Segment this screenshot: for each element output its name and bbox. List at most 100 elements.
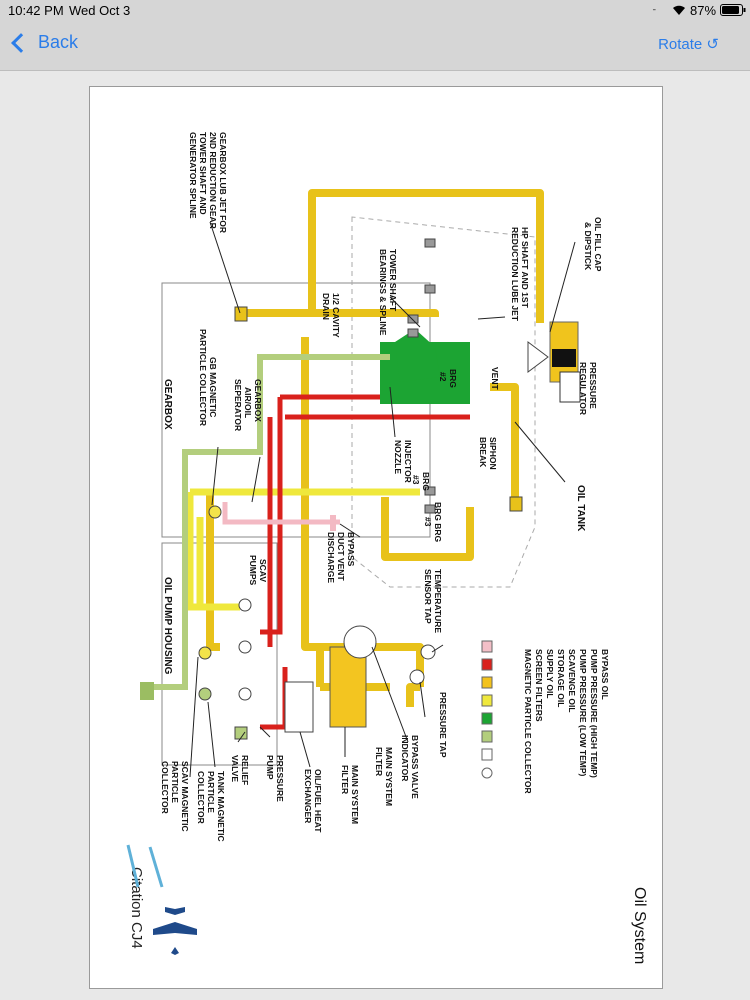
label-cavity-1: DRAIN xyxy=(321,293,331,320)
status-bar: 10:42 PM Wed Oct 3 ⁃ 87% xyxy=(0,0,750,20)
label-bypass-vent-1: DUCT VENT xyxy=(336,532,346,581)
label-injector-1: NOZZLE xyxy=(393,440,403,474)
legend xyxy=(481,640,493,779)
battery-icon xyxy=(720,4,746,16)
label-oil-tank: OIL TANK xyxy=(575,485,586,532)
label-scav-pumps-1: PUMPS xyxy=(248,555,258,586)
brand-name: Citation CJ4 xyxy=(128,867,145,949)
bypass-oil-lines xyxy=(222,502,340,525)
label-gb-mag-1: PARTICLE COLLECTOR xyxy=(198,329,208,426)
label-gb-lub-jet-2: TOWER SHAFT AND xyxy=(198,132,208,215)
magnetic-collector-tank xyxy=(198,687,212,701)
back-label: Back xyxy=(38,32,79,52)
rotate-button[interactable]: Rotate ↺ xyxy=(658,36,719,53)
label-cavity-0: 1/2 CAVITY xyxy=(331,293,341,338)
location-icon: ⁃ xyxy=(652,5,657,15)
leader-lines xyxy=(189,221,576,778)
label-oil-fill-0: OIL FILL CAP xyxy=(593,217,603,272)
wifi-icon xyxy=(673,5,685,15)
legend-label-5: SUPPLY OIL xyxy=(545,649,555,699)
label-tank-mag-2: COLLECTOR xyxy=(196,771,206,824)
legend-label-7: MAGNETIC PARTICLE COLLECTOR xyxy=(523,649,533,794)
bypass-valve-indicator-icon xyxy=(343,625,377,659)
pressure-tap xyxy=(409,669,425,685)
label-gb-mag-0: GB MAGNETIC xyxy=(208,357,218,417)
logo-swoosh-icon xyxy=(148,846,164,888)
label-scav-mag-1: PARTICLE xyxy=(170,761,180,803)
status-time: 10:42 PM xyxy=(8,3,64,18)
label-gb-sep-2: SEPERATOR xyxy=(233,379,243,431)
label-pressure-reg-0: PRESSURE xyxy=(588,362,598,409)
label-gb-lub-jet-3: GENERATOR SPLINE xyxy=(188,132,198,219)
label-bypass-vent-2: DISCHARGE xyxy=(326,532,336,583)
label-main-filter-0: MAIN SYSTEM xyxy=(384,747,394,806)
scav-pump-1 xyxy=(238,598,252,612)
battery-percent: 87% xyxy=(690,3,717,18)
nav-bar: Back Rotate ↺ xyxy=(0,20,750,71)
label-oil-pump-housing: OIL PUMP HOUSING xyxy=(162,577,173,675)
label-brg3a-0: BRG xyxy=(421,472,431,491)
oil-pump-housing xyxy=(161,542,278,766)
magnetic-collector-gb xyxy=(208,505,222,519)
label-temp-sensor-1: SENSOR TAP xyxy=(423,569,433,624)
temperature-sensor-tap xyxy=(420,644,436,660)
storage-oil-sump xyxy=(395,329,440,382)
label-tower-shaft-0: TOWER SHAFT xyxy=(388,249,398,312)
label-pressure-reg-1: REGULATOR xyxy=(578,362,588,415)
back-button[interactable]: Back xyxy=(10,32,78,53)
label-gearbox: GEARBOX xyxy=(162,379,173,430)
label-pressure-pump-0: PRESSURE xyxy=(275,755,285,802)
label-scav-mag-0: SCAV MAGNETIC xyxy=(180,761,190,832)
label-pressure-tap: PRESSURE TAP xyxy=(438,692,448,758)
label-tower-shaft-1: BEARINGS & SPLINE xyxy=(378,249,388,336)
diagram-title: Oil System xyxy=(631,887,648,964)
label-gb-sep-1: AIR/OIL xyxy=(243,387,253,418)
label-gb-sep-0: GEARBOX xyxy=(253,379,263,422)
screen-filter xyxy=(234,726,248,740)
label-siphon-1: BREAK xyxy=(478,437,488,468)
oil-system-diagram-page: GEARBOX LUB JET FOR 2ND REDUCTION GEAR T… xyxy=(89,86,663,989)
label-scav-mag-2: COLLECTOR xyxy=(160,761,170,814)
label-bypass-valve-1: INDICATOR xyxy=(400,735,410,781)
scav-pump-2 xyxy=(238,640,252,654)
legend-label-1: PUMP PRESSURE (HIGH TEMP) xyxy=(589,649,599,778)
bearings xyxy=(407,238,436,514)
label-tank-mag-0: TANK MAGNETIC xyxy=(216,771,226,842)
supply-oil-lines xyxy=(150,354,390,690)
label-gb-lub-jet-0: GEARBOX LUB JET FOR xyxy=(218,132,228,233)
status-date: Wed Oct 3 xyxy=(69,3,131,18)
label-scav-pumps-0: SCAV xyxy=(258,559,268,582)
label-brg2-0: BRG xyxy=(448,369,458,388)
label-bypass-vent-0: BYPASS xyxy=(346,532,356,567)
legend-label-4: STORAGE OIL xyxy=(556,649,566,707)
chevron-left-icon xyxy=(11,32,31,53)
label-brg3a-1: #3 xyxy=(411,475,421,485)
label-hp-shaft-0: HP SHAFT AND 1ST xyxy=(520,227,530,309)
scavenge-lines xyxy=(186,488,420,611)
label-gb-lub-jet-1: 2ND REDUCTION GEAR xyxy=(208,132,218,229)
label-tank-mag-1: PARTICLE xyxy=(206,771,216,813)
legend-label-6: SCREEN FILTERS xyxy=(534,649,544,722)
magnetic-collector-scav xyxy=(198,646,212,660)
main-system-filter-icon xyxy=(329,646,367,728)
gearbox-housing xyxy=(161,282,431,538)
airplane-logo-icon xyxy=(153,907,197,955)
pressure-high-lines xyxy=(260,394,470,730)
label-bypass-valve-0: BYPASS VALVE xyxy=(410,735,420,799)
oil-system-diagram: GEARBOX LUB JET FOR 2ND REDUCTION GEAR T… xyxy=(126,132,648,964)
label-relief-1: VALVE xyxy=(230,755,240,782)
label-brg3b-0: BRG BRG xyxy=(433,502,443,543)
label-siphon-0: SIPHON xyxy=(488,437,498,470)
label-temp-sensor-0: TEMPERATURE xyxy=(433,569,443,633)
label-main-filter2-0: MAIN SYSTEM xyxy=(350,765,360,824)
label-brg2-1: #2 xyxy=(438,372,448,382)
label-relief-0: RELIEF xyxy=(240,755,250,785)
supply-fitting xyxy=(140,682,154,700)
legend-label-0: BYPASS OIL xyxy=(600,649,610,700)
label-injector-0: INJECTOR xyxy=(403,440,413,483)
label-main-filter-1: FILTER xyxy=(374,747,384,776)
label-brg3b-1: #3 xyxy=(423,517,433,527)
label-hp-shaft-1: REDUCTION LUBE JET xyxy=(510,227,520,322)
screen-filter xyxy=(509,496,523,512)
label-heat-exch-1: EXCHANGER xyxy=(303,769,313,823)
